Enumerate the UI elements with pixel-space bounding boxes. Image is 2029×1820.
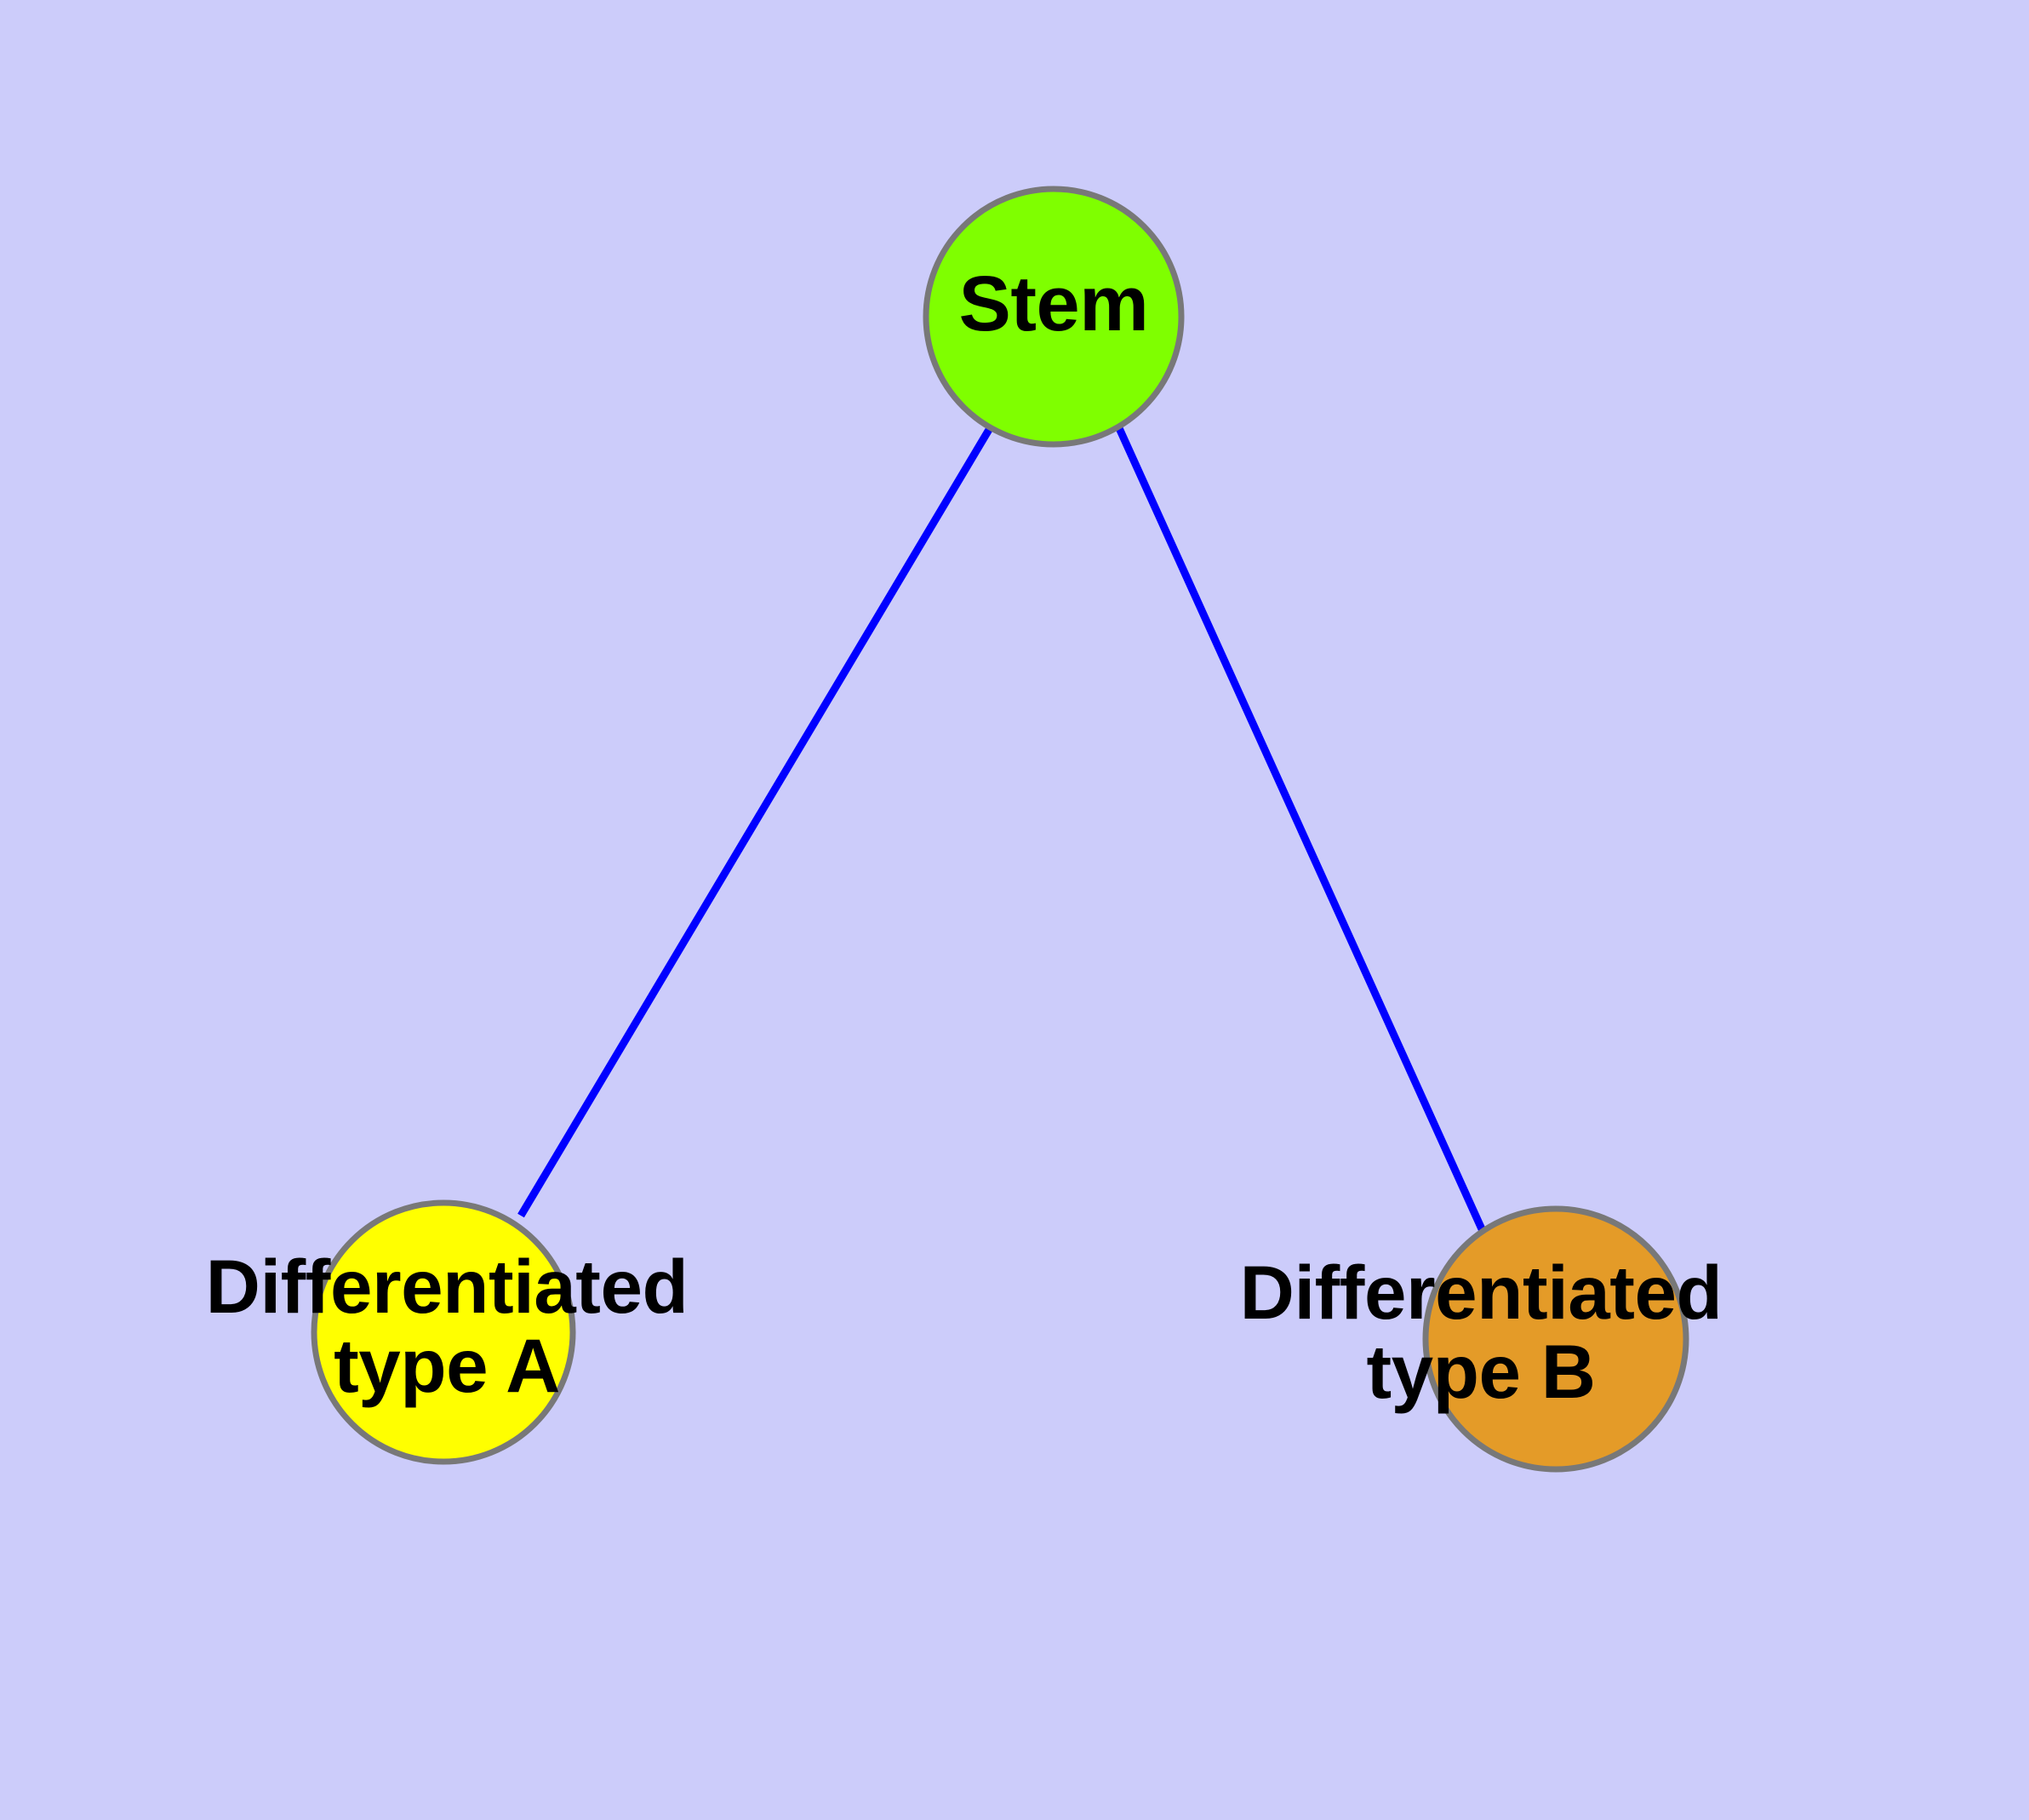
node-differentiated-type-b[interactable] (1422, 1205, 1689, 1473)
edge-stem-to-type-a[interactable] (517, 426, 993, 1218)
node-differentiated-type-a[interactable] (311, 1199, 576, 1465)
node-stem[interactable] (923, 186, 1185, 448)
edge-stem-to-type-b[interactable] (1115, 426, 1487, 1233)
